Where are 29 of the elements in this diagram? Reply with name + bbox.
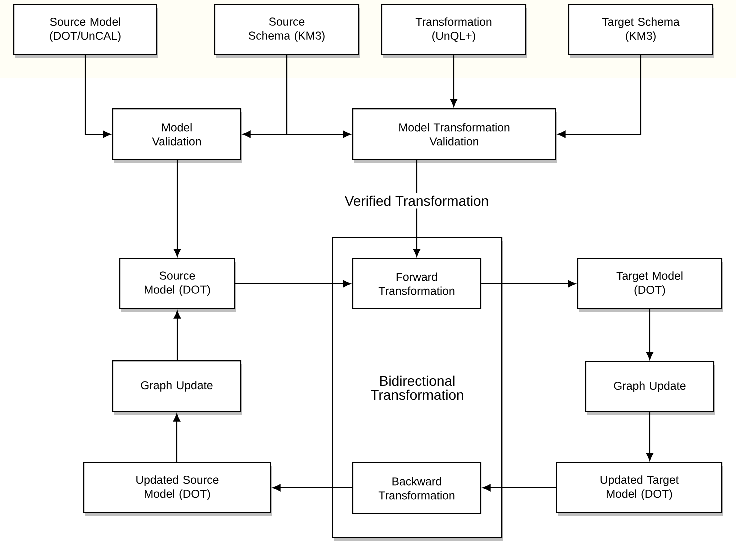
arrow bbox=[173, 414, 181, 462]
edge-label: Verified Transformation bbox=[342, 193, 492, 209]
arrow bbox=[174, 160, 182, 258]
arrow bbox=[646, 412, 654, 462]
arrow bbox=[84, 56, 112, 138]
process-box: Forward Transformation bbox=[352, 258, 482, 310]
process-box: Backward Transformation bbox=[352, 462, 482, 514]
arrow bbox=[482, 280, 576, 288]
arrow bbox=[646, 310, 654, 360]
process-box: Transformation (UnQL+) bbox=[381, 4, 527, 56]
arrow bbox=[272, 484, 352, 492]
arrow bbox=[286, 56, 352, 138]
process-box: Graph Update bbox=[112, 360, 242, 412]
process-box: Source Model (DOT/UnCAL) bbox=[14, 4, 158, 56]
process-box: Graph Update bbox=[585, 361, 715, 413]
process-box: Updated Source Model (DOT) bbox=[84, 462, 272, 514]
arrow bbox=[558, 56, 642, 138]
process-box: Model Validation bbox=[112, 108, 242, 160]
process-box: Source Model (DOT) bbox=[120, 258, 236, 310]
process-box: Target Model (DOT) bbox=[577, 258, 723, 310]
process-box: Target Schema (KM3) bbox=[568, 4, 714, 56]
process-box: Updated Target Model (DOT) bbox=[556, 462, 723, 514]
arrow bbox=[174, 310, 182, 360]
process-box: Model Transformation Validation bbox=[352, 108, 556, 160]
arrow bbox=[413, 160, 421, 258]
arrow bbox=[482, 484, 556, 492]
arrow bbox=[450, 56, 458, 108]
arrow bbox=[236, 280, 352, 288]
process-box: Source Schema (KM3) bbox=[214, 4, 360, 56]
